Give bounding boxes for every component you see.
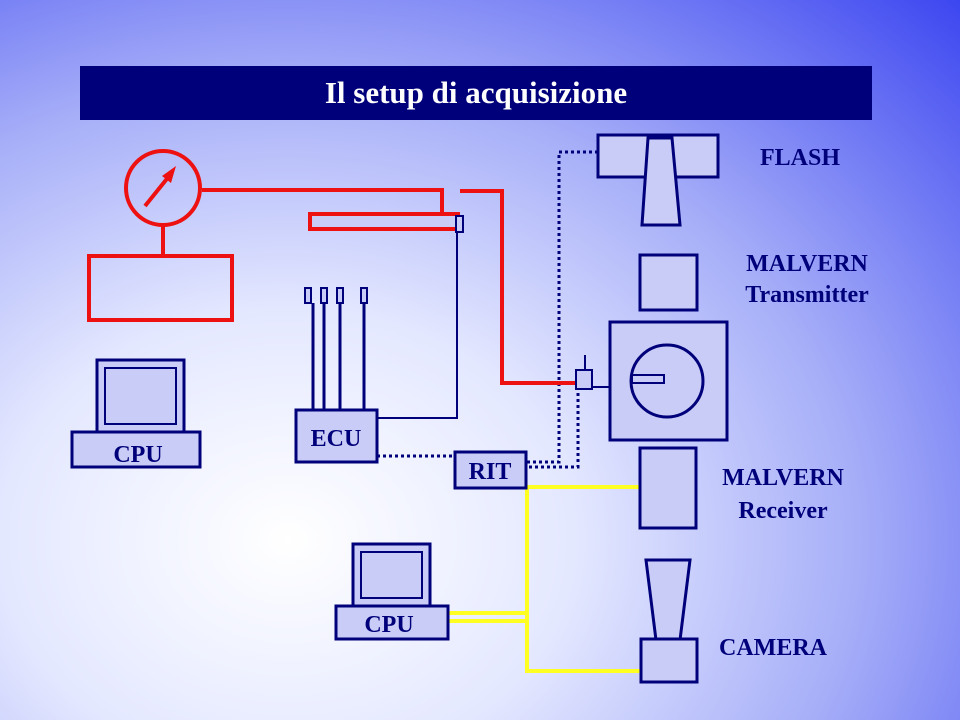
cpu-bottom-label: CPU: [364, 612, 413, 638]
spray-chamber: [608, 320, 729, 442]
injectors: [304, 287, 368, 304]
pressure-gauge-icon: [124, 149, 202, 227]
flash-label: FLASH: [760, 145, 840, 171]
video-link: [448, 485, 642, 673]
injector-wires: [311, 303, 366, 410]
ecu: ECU: [294, 408, 379, 464]
cpu-top-box: [70, 430, 202, 469]
cpu-top-label: CPU: [113, 442, 162, 468]
ecu-box: [294, 408, 379, 464]
fuel-rail: [308, 212, 460, 231]
malvern-transmitter-label-1: MALVERN: [746, 251, 868, 277]
injector-1: [304, 287, 312, 304]
rit-box: [453, 450, 528, 490]
camera-label: CAMERA: [719, 635, 828, 661]
injector-3: [336, 287, 344, 304]
injector-nozzle: [631, 374, 665, 384]
ecu-label: ECU: [311, 426, 362, 452]
signal-link-dotted: [377, 150, 598, 469]
malvern-receiver-label-1: MALVERN: [722, 465, 844, 491]
cpu-bottom: CPU: [334, 542, 450, 641]
rit-label: RIT: [469, 459, 512, 485]
cpu-top: CPU: [70, 358, 202, 469]
page-title: Il setup di acquisizione: [80, 66, 872, 120]
injector-2: [320, 287, 328, 304]
rail-sensor: [455, 215, 464, 233]
malvern-receiver-label-2: Receiver: [738, 498, 828, 524]
pump-box: [87, 254, 234, 322]
camera-icon: [639, 558, 699, 684]
cpu-bottom-box: [334, 604, 450, 641]
rit: RIT: [453, 450, 528, 490]
pressure-system: [87, 149, 578, 385]
pressure-sensor: [575, 369, 593, 390]
malvern-receiver: [638, 446, 698, 530]
flash-lamp: [596, 133, 720, 227]
malvern-transmitter-label-2: Transmitter: [745, 282, 869, 308]
malvern-transmitter: [638, 253, 699, 312]
injector-4: [360, 287, 368, 304]
